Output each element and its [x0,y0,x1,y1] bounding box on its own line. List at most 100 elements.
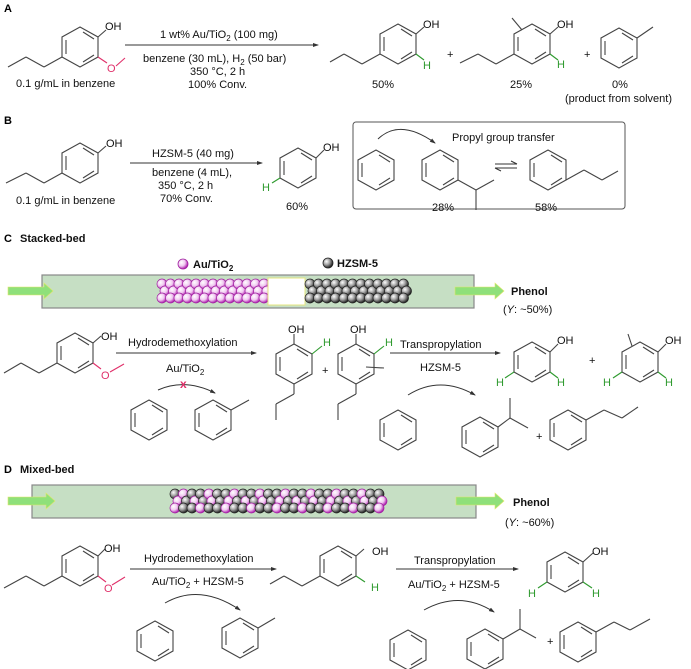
conditions-conversion-a: 100% Conv. [188,79,247,91]
hydroxyl-label: OH [557,19,574,31]
substrate-4-propylguaiacol-a: OH O [7,21,126,75]
yield-phenol-b: 60% [286,201,308,213]
product-note-a: (product from solvent) [565,93,672,105]
step2-label-d: Transpropylation [414,555,496,567]
yield-label-d: (Y: ~60%) [505,517,554,529]
propylbenzene-c [549,406,639,451]
legend-hzsm-label: HZSM-5 [337,258,378,270]
benzene-ring-c [130,399,168,441]
substrate-note-a: 0.1 g/mL in benzene [16,78,115,90]
cumene-c [461,398,529,458]
substrate-4-propylguaiacol-d: OH O [3,543,126,595]
step2-catalyst-c: HZSM-5 [420,362,461,374]
yield-product-3-a: 0% [612,79,628,91]
yield-cumene-b: 28% [432,202,454,214]
product-methyl-propylphenol-a: OH H [459,17,574,71]
benzene-ring-c2 [379,409,417,451]
cumene-d [466,609,537,669]
plus-sign: + [584,49,590,61]
conditions-catalyst-a: 1 wt% Au/TiO2 (100 mg) [160,29,278,43]
hydroxyl-label: OH [106,138,123,150]
inlet-flow-arrow [7,492,56,510]
substrate-4-propylguaiacol-c: OH O [3,331,125,382]
intermediate-4-propylphenol-c: OH H [275,324,331,420]
hydrogen-label: H [385,337,393,349]
curved-arrow-transfer [407,384,476,396]
hydroxyl-label: OH [350,324,367,336]
cumene-structure [421,149,495,210]
hzsm5-bed [304,278,412,304]
plus-sign: + [589,355,595,367]
outlet-label-d: Phenol [513,497,550,509]
hydroxyl-label: OH [288,324,305,336]
hydroxyl-label: OH [423,19,440,31]
product-phenol-d: OH H H [528,546,609,600]
mixed-catalyst-bed [169,488,388,514]
hydrogen-label: H [665,377,673,389]
hydroxyl-label: OH [101,331,118,343]
product-phenol-c: OH H H [496,335,574,389]
legend-hzsm5: HZSM-5 [322,257,378,270]
curved-arrow-d1 [164,594,241,611]
plus-sign: + [536,431,542,443]
plus-sign: + [322,365,328,377]
conditions-catalyst-b: HZSM-5 (40 mg) [152,148,234,160]
hydrogen-label: H [423,60,431,72]
conditions-temp-b: 350 °C, 2 h [158,180,213,192]
hzsm-bead-icon [322,257,334,269]
step2-catalyst-d: Au/TiO2 + HZSM-5 [408,579,500,593]
hydrogen-label: H [323,337,331,349]
empty-spacer [267,277,306,306]
hydrogen-label: H [557,59,565,71]
panel-label-b: B [4,115,12,127]
hydrogen-label: H [603,377,611,389]
panel-label-c: C [4,233,12,245]
mixed-bed-reactor [31,484,477,519]
hydrogen-label: H [557,377,565,389]
benzene-ring-d2 [389,629,427,669]
legend-au-tio2: Au/TiO2 [177,258,234,273]
curved-arrow-d2 [423,600,495,613]
step2-label-c: Transpropylation [400,339,482,351]
hydrogen-label: H [496,377,504,389]
hydrogen-label: H [528,588,536,600]
panel-label-d: D [4,464,12,476]
yield-product-1-a: 50% [372,79,394,91]
hydroxyl-label: OH [323,142,340,154]
product-cresol-c: OH H H [603,333,682,389]
hydroxyl-label: OH [557,335,574,347]
plus-sign: + [447,49,453,61]
hydroxyl-label: OH [104,543,121,555]
plus-sign: + [547,636,553,648]
hydrogen-label: H [371,582,379,594]
curved-arrow [377,128,436,144]
toluene-c [194,399,250,441]
step1-catalyst-d: Au/TiO2 + HZSM-5 [152,576,244,590]
curved-arrow-blocked [157,384,216,394]
hydrogen-label: H [592,588,600,600]
conditions-conversion-b: 70% Conv. [160,193,213,205]
oxygen-label: O [104,583,113,595]
step1-label-d: Hydrodemethoxylation [144,553,253,565]
step1-catalyst-c: Au/TiO2 [166,363,205,377]
propylbenzene-structure [529,149,619,191]
outlet-flow-arrow [454,282,505,300]
substrate-4-propylphenol-b: OH [5,138,123,184]
inlet-flow-arrow [7,282,54,300]
step1-label-c: Hydrodemethoxylation [128,337,237,349]
blocked-x-mark: x [180,377,187,391]
propyl-transfer-box: Propyl group transfer 28% [352,121,626,214]
benzene-ring [357,149,395,191]
yield-product-2-a: 25% [510,79,532,91]
oxygen-label: O [107,63,116,75]
box-title: Propyl group transfer [452,132,555,144]
yield-label-c: (Y: ~50%) [503,304,552,316]
product-phenol-b: OH H [262,142,340,194]
au-bead-icon [177,258,189,270]
toluene-d [221,617,276,659]
intermediate-4-propylphenol-d: OH H [269,545,389,594]
substrate-note-b: 0.1 g/mL in benzene [16,195,115,207]
yield-propylbenzene-b: 58% [535,202,557,214]
panel-label-a: A [4,3,12,15]
